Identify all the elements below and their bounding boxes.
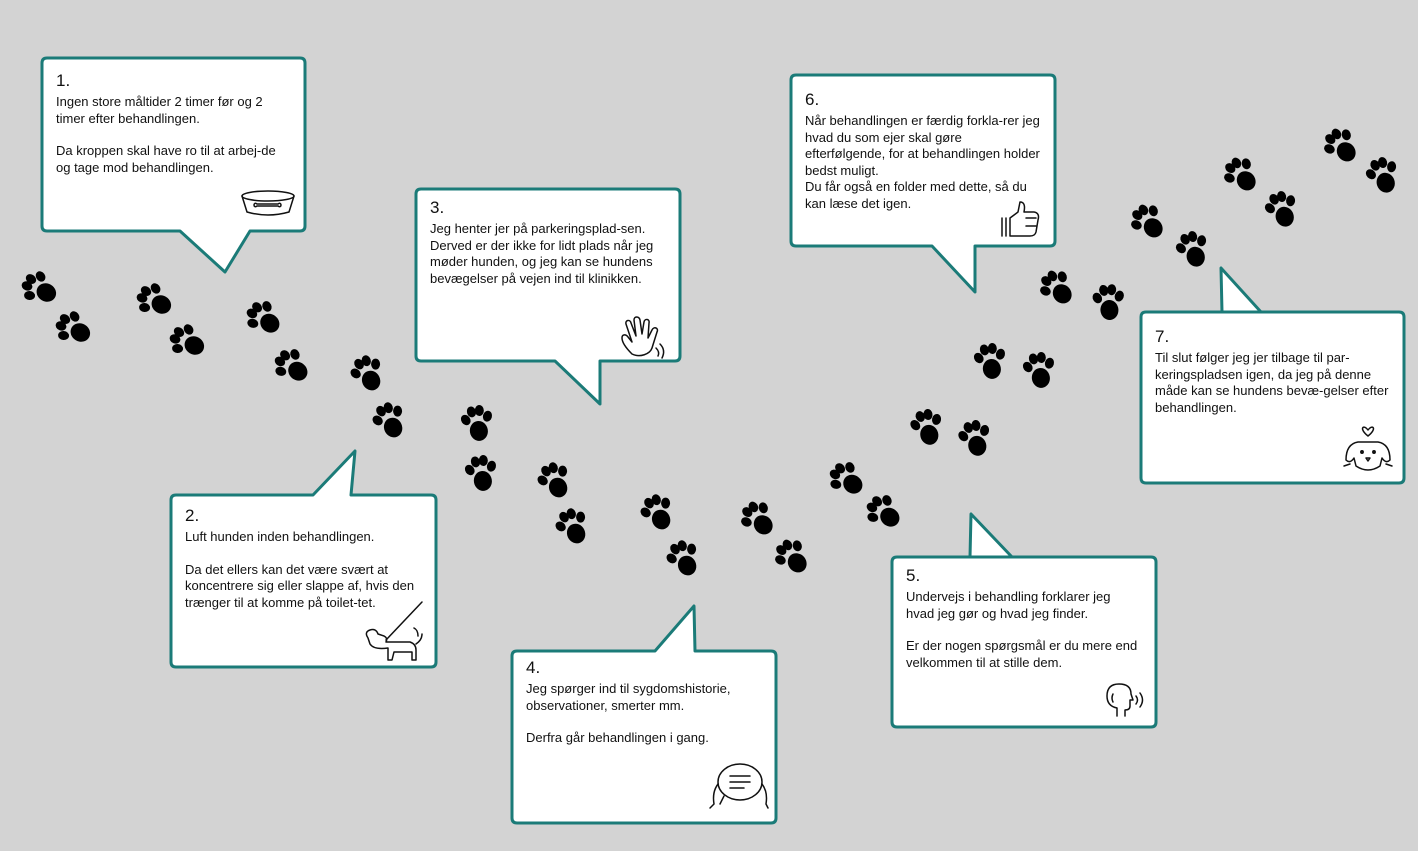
callout-3-shape — [414, 187, 682, 406]
step-number: 7. — [1155, 327, 1170, 346]
step-text: Når behandlingen er færdig forkla-rer je… — [805, 113, 1040, 211]
dog-bowl-icon — [241, 190, 295, 216]
step-number: 5. — [906, 566, 921, 585]
callout-7-shape — [1139, 266, 1406, 485]
step-text: Er der nogen spørgsmål er du mere end ve… — [906, 638, 1138, 670]
step-number: 4. — [526, 658, 541, 677]
step-text: Da det ellers kan det være svært at konc… — [185, 561, 415, 610]
step-text: Luft hunden inden behandlingen. — [185, 529, 375, 544]
thumbs-up-icon — [1001, 201, 1040, 237]
step-3-box: 3. Jeg henter jer på parkeringsplad-sen.… — [416, 189, 680, 287]
step-1-box: 1. Ingen store måltider 2 timer før og 2… — [42, 58, 305, 176]
speech-bubbles-icon — [709, 763, 769, 809]
step-number: 3. — [430, 198, 445, 217]
speaking-head-icon — [1106, 683, 1144, 717]
callout-4-shape — [510, 604, 778, 825]
dog-on-leash-icon — [365, 601, 423, 661]
callout-1-shape — [40, 56, 307, 274]
step-number: 2. — [185, 506, 200, 525]
step-number: 6. — [805, 90, 820, 109]
step-2-box: 2. Luft hunden inden behandlingen. Da de… — [171, 495, 436, 611]
step-4-box: 4. Jeg spørger ind til sygdomshistorie, … — [512, 651, 776, 747]
step-5-box: 5. Undervejs i behandling forklarer jeg … — [892, 557, 1156, 671]
step-6-box: 6. Når behandlingen er færdig forkla-rer… — [791, 75, 1055, 212]
callout-5-shape — [890, 512, 1158, 729]
step-number: 1. — [56, 71, 71, 90]
step-7-box: 7. Til slut følger jeg jer tilbage til p… — [1141, 312, 1404, 416]
step-text: Derfra går behandlingen i gang. — [526, 730, 709, 745]
step-text: Undervejs i behandling forklarer jeg hva… — [906, 589, 1111, 621]
step-text: Da kroppen skal have ro til at arbej-de … — [56, 143, 276, 175]
step-text: Jeg henter jer på parkeringsplad-sen. De… — [430, 221, 654, 286]
step-text: Ingen store måltider 2 timer før og 2 ti… — [56, 94, 263, 126]
step-text: Jeg spørger ind til sygdomshistorie, obs… — [526, 681, 731, 713]
step-text: Til slut følger jeg jer tilbage til par-… — [1155, 350, 1389, 415]
callout-2-shape — [169, 449, 438, 669]
dog-face-heart-icon — [1343, 426, 1393, 471]
callout-6-shape — [789, 73, 1057, 294]
waving-hand-icon — [621, 316, 665, 359]
